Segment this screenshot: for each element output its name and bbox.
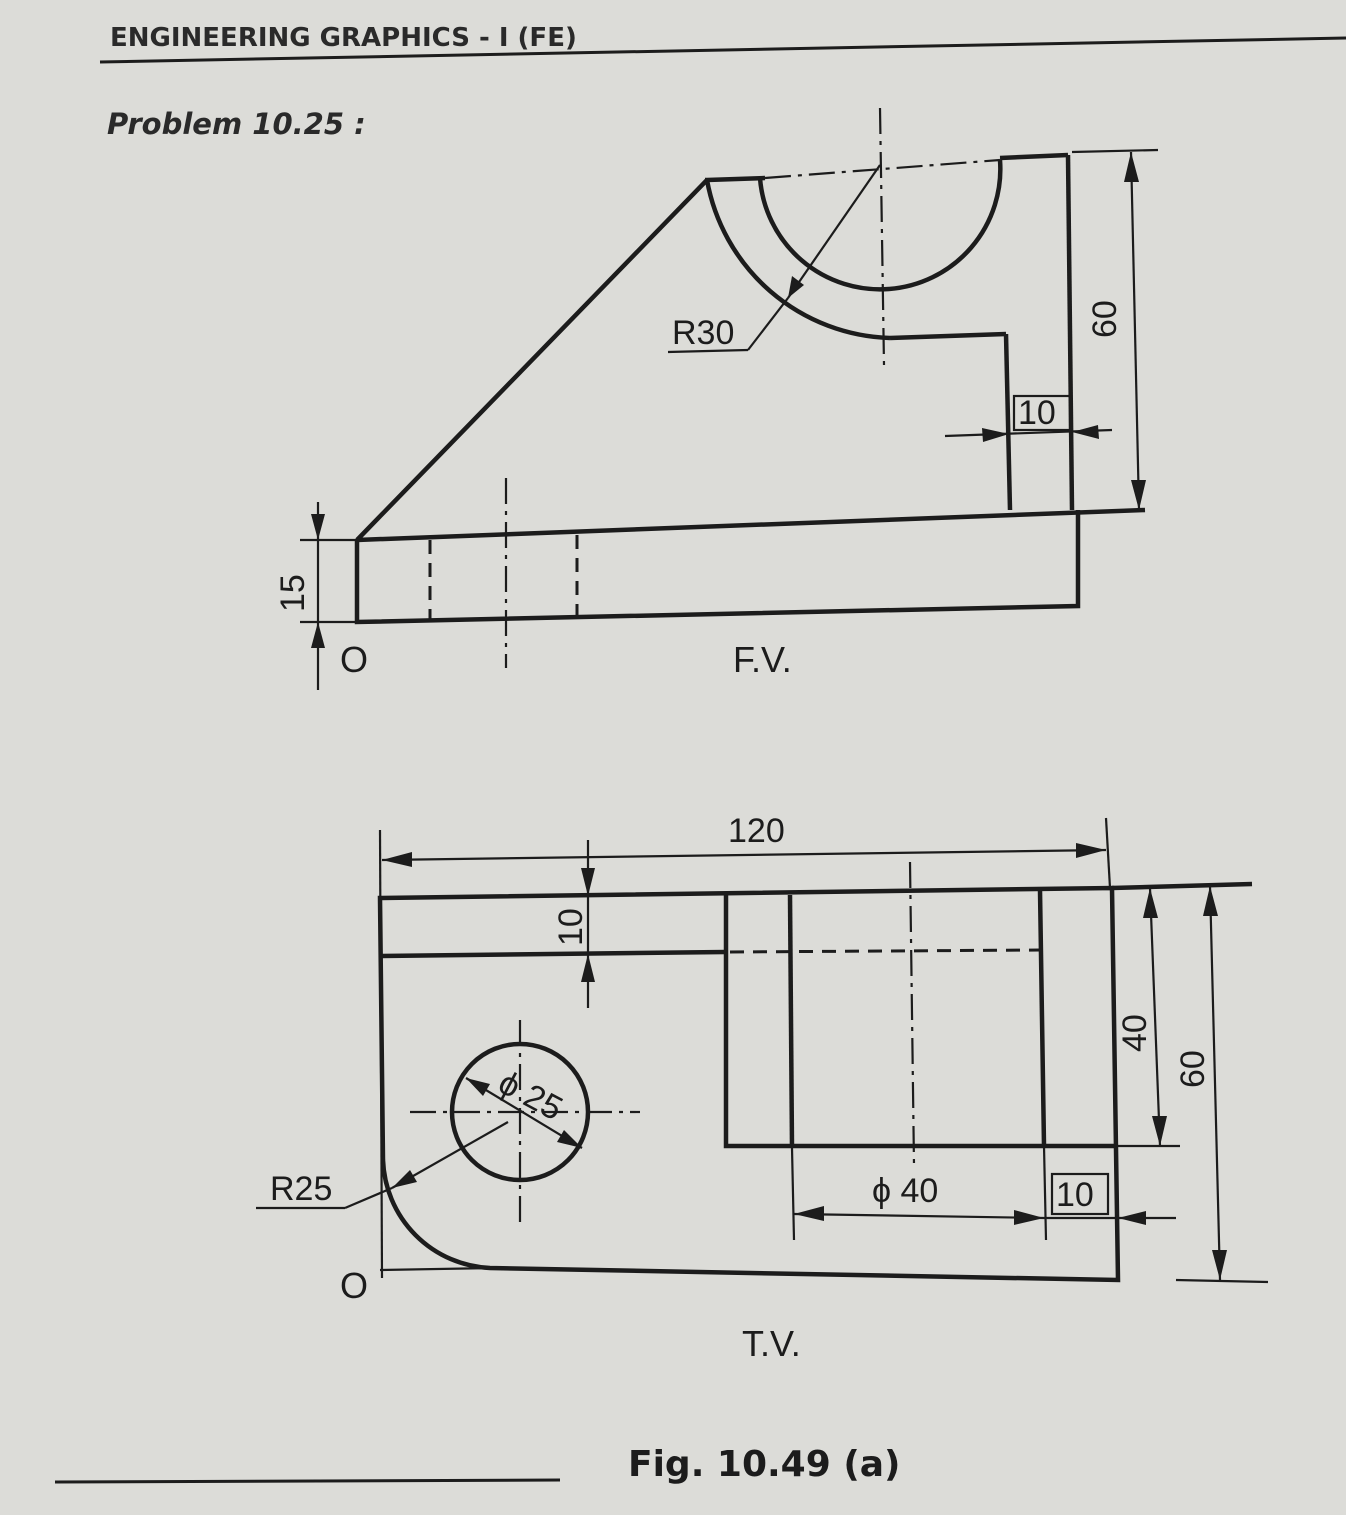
fv-15-arrow-top (311, 514, 325, 540)
fv-base-top-line (356, 507, 1146, 543)
tv-view-label: T.V. (742, 1323, 801, 1364)
front-view: R30 60 10 15 O F.V. (274, 107, 1159, 690)
fv-outer-arc (704, 179, 891, 341)
tv-rib-line (379, 949, 727, 959)
tv-hidden-line (729, 948, 1041, 954)
tv-40dia-arrow-right (1014, 1210, 1044, 1225)
fv-10-box (1012, 394, 1072, 432)
fv-r30-shelf (667, 348, 749, 354)
fv-bore-horizontal-centerline (764, 158, 1001, 180)
fv-right-edge (1065, 154, 1075, 511)
tv-r25-arrow (392, 1170, 417, 1188)
fv-r30-leader (787, 164, 881, 299)
tv-40dia-dimline (793, 1212, 1045, 1220)
tv-rib-label: 10 (552, 908, 590, 946)
fv-step-top (889, 331, 1007, 341)
tv-40dia-arrow-left (794, 1206, 824, 1221)
tv-60-arrow-bottom (1212, 1250, 1227, 1280)
tv-rib-arrow-bottom (581, 954, 595, 982)
fv-60-label: 60 (1086, 300, 1124, 338)
tv-120-arrow-right (1076, 843, 1106, 858)
top-view: ϕ 25 R25 120 10 40 60 (256, 812, 1269, 1364)
fv-10-label: 10 (1018, 394, 1056, 432)
tv-120-label: 120 (728, 812, 785, 850)
fv-view-label: F.V. (733, 639, 792, 680)
tv-top-line-ext (1111, 881, 1253, 891)
fv-bore-arc (757, 159, 1003, 292)
fv-10-arrow-left (982, 428, 1009, 442)
tv-60-arrow-top (1203, 886, 1218, 916)
tv-bore-right-edge (1037, 889, 1047, 1147)
tv-wall-label: 10 (1056, 1176, 1094, 1214)
tv-hole-label: ϕ 25 (492, 1064, 568, 1129)
tv-60-ext (1175, 1278, 1269, 1284)
fv-top-right-edge (999, 152, 1069, 161)
tv-60-dimline (1208, 885, 1222, 1281)
tv-120-dimline (381, 848, 1107, 862)
tv-40dia-ext-right (1042, 1145, 1048, 1241)
tv-wall-arrow (1118, 1211, 1146, 1225)
tv-bore-left-edge (787, 894, 795, 1149)
problem-number: Problem 10.25 : (107, 107, 366, 141)
tv-base-thin (379, 1266, 496, 1272)
tv-40-label: 40 (1116, 1014, 1154, 1052)
fv-60-arrow-bottom (1131, 480, 1146, 510)
tv-40-arrow-top (1143, 888, 1158, 918)
tv-r25-label: R25 (270, 1170, 332, 1208)
fv-step-wall (1003, 333, 1013, 511)
tv-40dia-label: ϕ 40 (872, 1172, 938, 1210)
tv-ext-left (378, 829, 384, 1279)
footer-rule (54, 1478, 561, 1484)
tv-120-arrow-left (382, 852, 412, 867)
tv-bore-centerline (908, 861, 916, 1166)
header-rule (99, 36, 1346, 64)
fv-base-outline (354, 510, 1081, 625)
tv-40-arrow-bottom (1152, 1116, 1167, 1146)
fv-body-outline (355, 175, 766, 542)
fv-bore-vertical-centerline (878, 107, 886, 366)
fv-10-arrow-right (1072, 425, 1099, 439)
figure-caption: Fig. 10.49 (a) (628, 1444, 901, 1485)
fv-60-arrow-top (1124, 152, 1139, 182)
fv-r30-arrow (788, 276, 804, 298)
book-header: ENGINEERING GRAPHICS - I (FE) (110, 23, 577, 53)
fv-15-arrow-bottom (311, 622, 325, 648)
tv-boss-outline (723, 895, 1118, 1149)
tv-origin-label: O (340, 1265, 368, 1306)
fv-15-label: 15 (274, 574, 312, 612)
tv-rib-arrow-top (581, 868, 595, 896)
fv-r30-leader-tail (747, 297, 789, 351)
fv-60-ext-top (1071, 148, 1159, 154)
tv-120-ext-right (1104, 817, 1112, 889)
tv-wall-box (1050, 1172, 1110, 1216)
tv-60-label: 60 (1174, 1050, 1212, 1088)
fv-origin-label: O (340, 639, 368, 680)
fv-60-dimline (1129, 151, 1141, 511)
tv-r25-leader-tail (344, 1186, 393, 1210)
tv-hole-arrow-a (466, 1078, 490, 1096)
fv-r30-label: R30 (672, 314, 734, 352)
tv-hole-arrow-b (557, 1130, 582, 1148)
tv-40-dimline (1148, 887, 1162, 1147)
tv-40dia-ext-left (790, 1147, 796, 1241)
tv-outline (377, 885, 1121, 1283)
